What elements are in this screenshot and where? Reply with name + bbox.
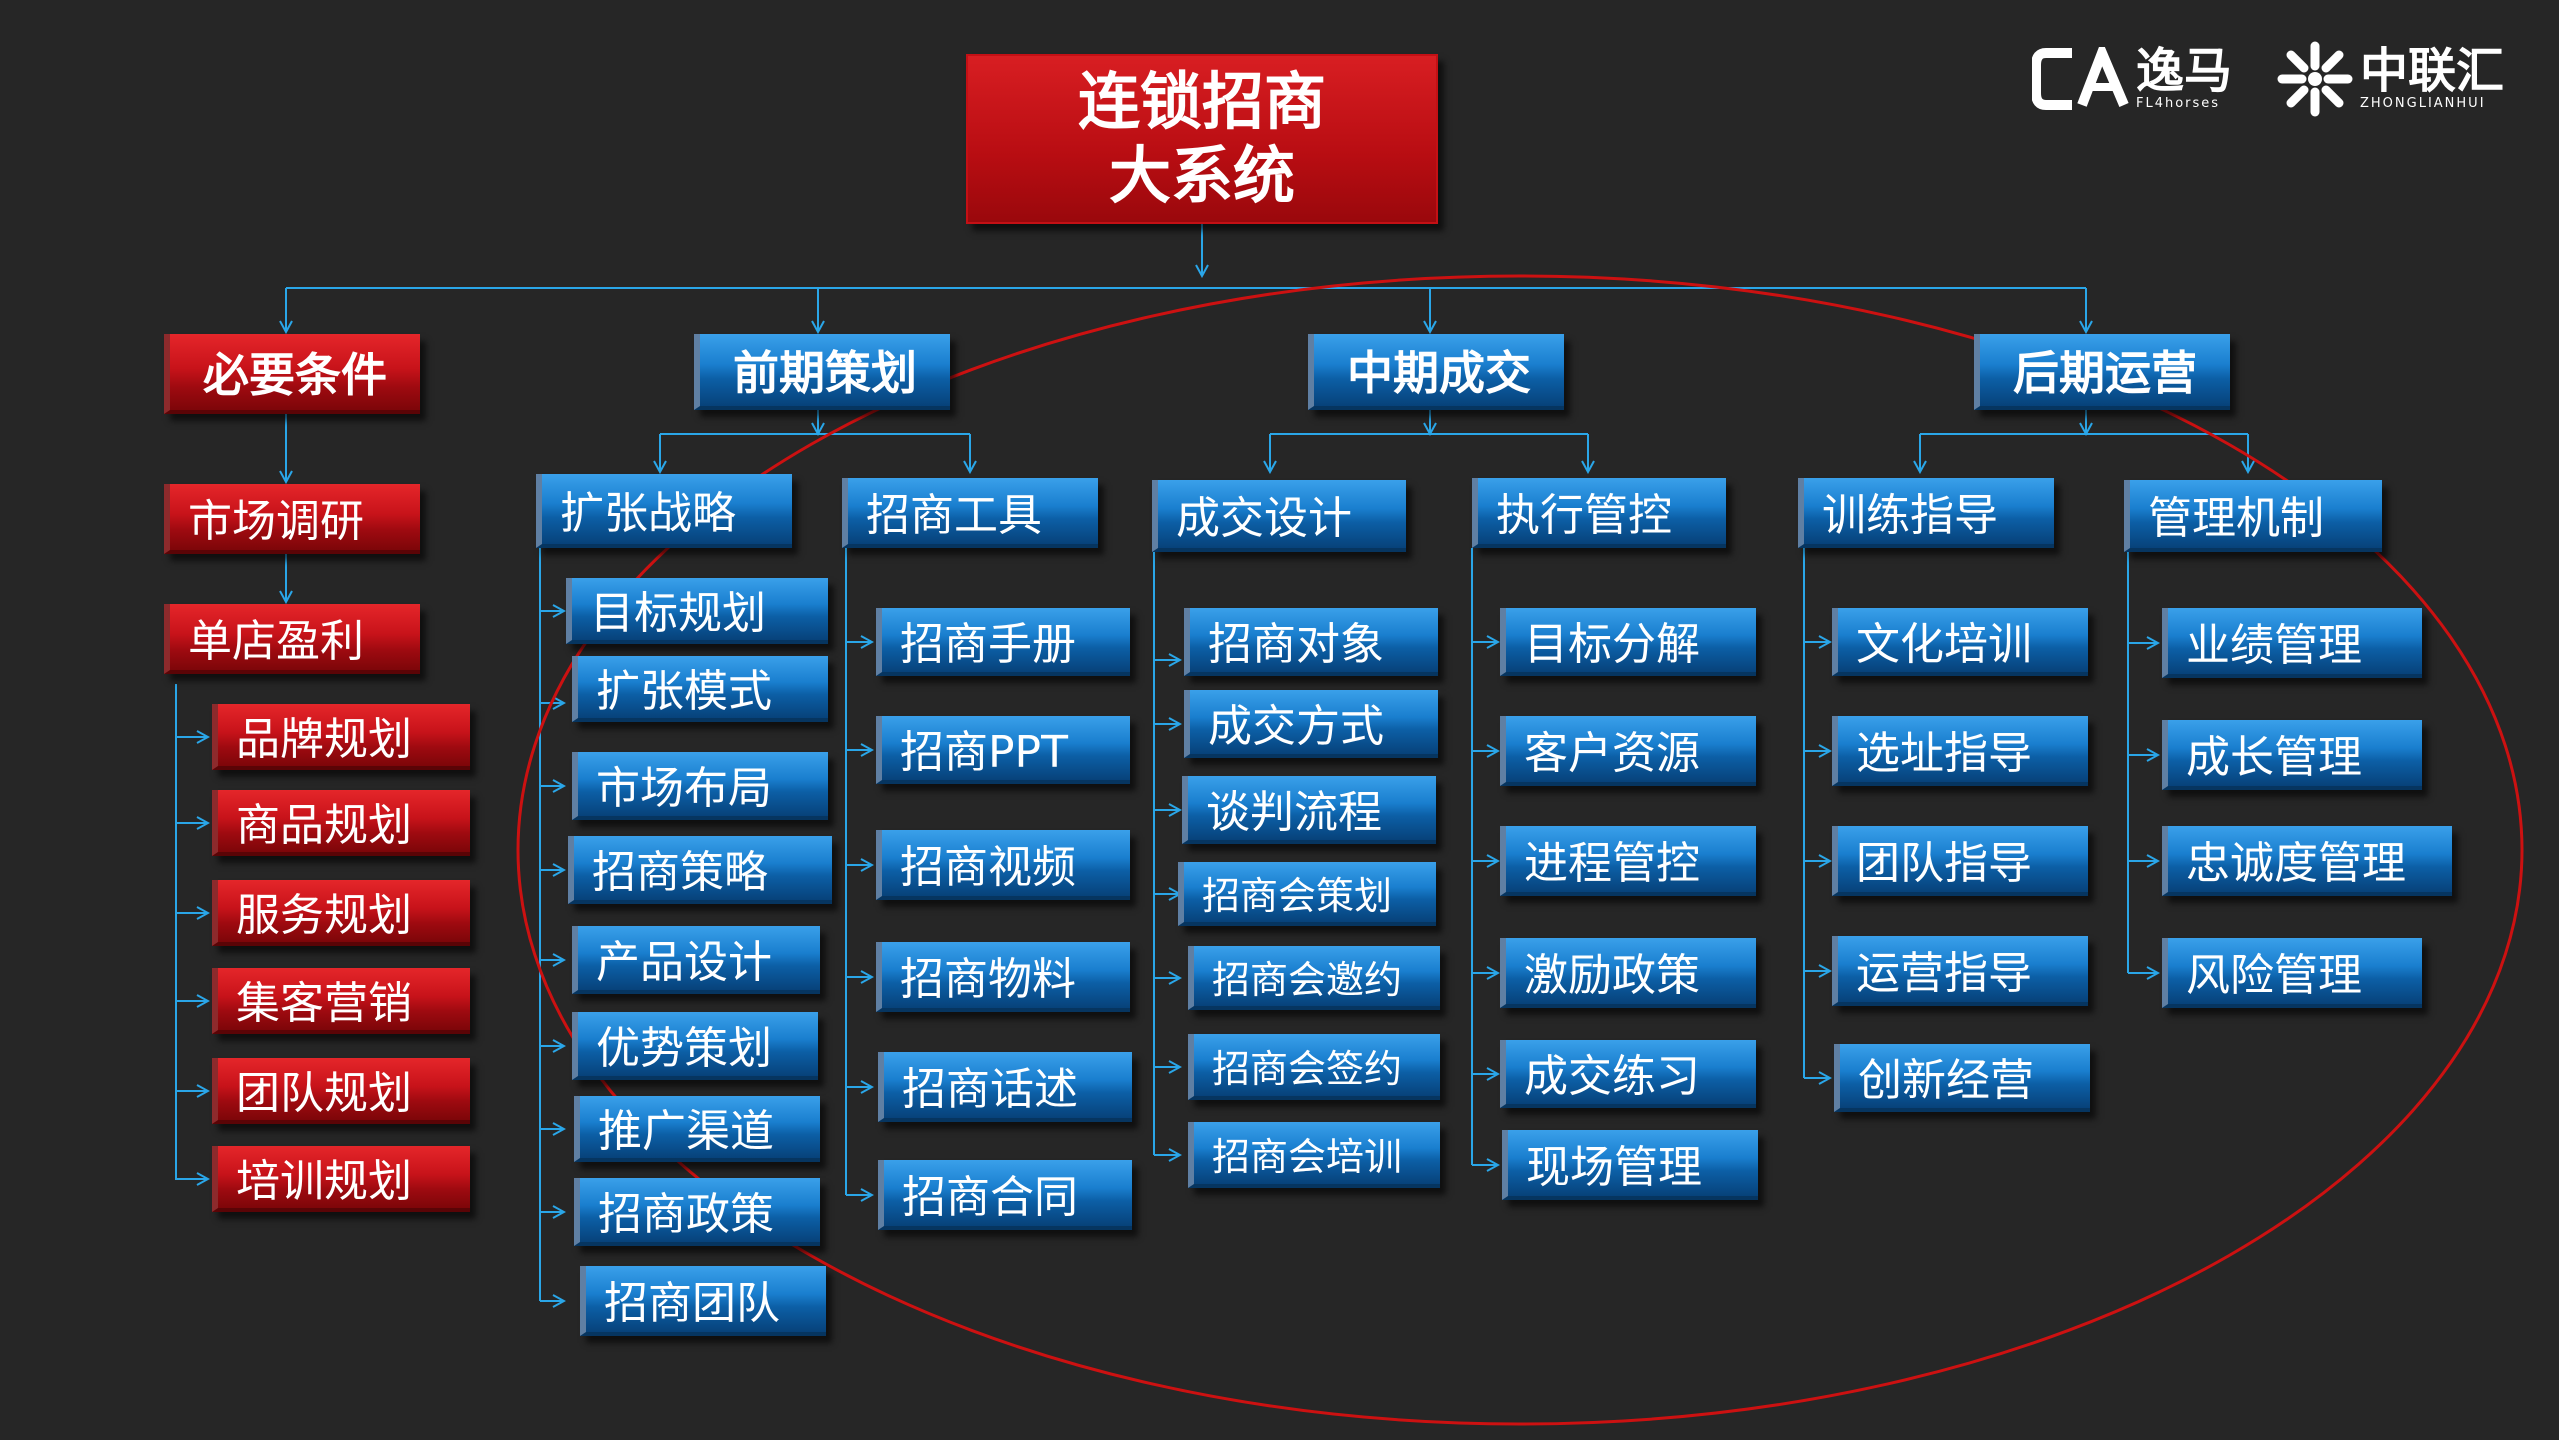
item-deal-method: 成交方式	[1184, 690, 1438, 758]
logo-fly-horses-en: FL4horses	[2136, 96, 2221, 111]
item-meeting-signing: 招商会签约	[1188, 1034, 1440, 1100]
item-customer-resources: 客户资源	[1500, 716, 1756, 786]
item-negotiation-flow: 谈判流程	[1182, 776, 1436, 844]
chain-market-research: 市场调研	[164, 484, 420, 554]
logo-zhonglianhui-en: ZHONGLIANHUI	[2360, 96, 2486, 111]
item-recruit-handbook: 招商手册	[876, 608, 1130, 676]
category-required-conditions: 必要条件	[164, 334, 420, 414]
chain-store-profit: 单店盈利	[164, 604, 420, 674]
item-expansion-mode: 扩张模式	[572, 656, 828, 722]
item-performance-management: 业绩管理	[2162, 608, 2422, 678]
category-early-planning: 前期策划	[694, 334, 950, 410]
item-risk-management: 风险管理	[2162, 938, 2422, 1008]
item-recruit-contract: 招商合同	[878, 1160, 1132, 1230]
item-meeting-invitation: 招商会邀约	[1188, 946, 1440, 1010]
red-item-product-planning: 商品规划	[212, 790, 470, 856]
item-advantage-planning: 优势策划	[572, 1012, 818, 1080]
logo-zhonglianhui: 中联汇 ZHONGLIANHUI	[2276, 40, 2504, 118]
item-recruit-team: 招商团队	[580, 1266, 826, 1336]
item-growth-management: 成长管理	[2162, 720, 2422, 790]
item-culture-training: 文化培训	[1832, 608, 2088, 676]
item-promotion-channels: 推广渠道	[574, 1096, 820, 1162]
red-item-training-planning: 培训规划	[212, 1146, 470, 1212]
item-recruit-ppt: 招商PPT	[876, 716, 1130, 784]
root-title-line1: 连锁招商	[1077, 65, 1326, 138]
item-recruit-strategy: 招商策略	[568, 836, 832, 904]
red-item-service-planning: 服务规划	[212, 880, 470, 946]
item-recruit-materials: 招商物料	[876, 942, 1130, 1012]
item-recruit-target: 招商对象	[1184, 608, 1438, 676]
group-execution-control: 执行管控	[1472, 478, 1726, 548]
item-target-breakdown: 目标分解	[1500, 608, 1756, 676]
category-late-operation: 后期运营	[1974, 334, 2230, 410]
group-recruit-tools: 招商工具	[842, 478, 1098, 548]
group-deal-design: 成交设计	[1152, 480, 1406, 552]
item-incentive-policy: 激励政策	[1500, 938, 1756, 1008]
item-product-design: 产品设计	[572, 926, 820, 994]
fly-horses-logo-icon	[2032, 47, 2129, 110]
item-meeting-training: 招商会培训	[1188, 1122, 1440, 1188]
root-title-line2: 大系统	[1108, 139, 1295, 212]
item-deal-practice: 成交练习	[1500, 1040, 1756, 1108]
item-recruit-script: 招商话述	[878, 1052, 1132, 1122]
item-progress-control: 进程管控	[1500, 826, 1756, 896]
item-team-guidance: 团队指导	[1832, 826, 2088, 896]
item-recruit-video: 招商视频	[876, 830, 1130, 900]
logo-fly-horses-cn: 逸马	[2136, 43, 2233, 99]
red-item-team-planning: 团队规划	[212, 1058, 470, 1124]
group-training-guidance: 训练指导	[1798, 478, 2054, 548]
logo-fly-horses: 逸马 FL4horses	[2032, 46, 2232, 112]
item-recruit-policy: 招商政策	[574, 1178, 820, 1246]
item-meeting-planning: 招商会策划	[1178, 862, 1436, 926]
group-expansion-strategy: 扩张战略	[536, 474, 792, 548]
item-market-layout: 市场布局	[572, 752, 828, 820]
logo-zhonglianhui-cn: 中联汇	[2360, 43, 2505, 99]
group-management-mechanism: 管理机制	[2124, 480, 2382, 552]
item-target-planning: 目标规划	[566, 578, 828, 644]
item-site-selection: 选址指导	[1832, 716, 2088, 786]
red-item-brand-planning: 品牌规划	[212, 704, 470, 770]
item-onsite-management: 现场管理	[1502, 1130, 1758, 1200]
item-operation-guidance: 运营指导	[1832, 936, 2088, 1006]
item-innovative-operation: 创新经营	[1834, 1044, 2090, 1112]
category-mid-deal: 中期成交	[1308, 334, 1564, 410]
red-item-customer-marketing: 集客营销	[212, 968, 470, 1034]
item-loyalty-management: 忠诚度管理	[2162, 826, 2452, 896]
root-title-box: 连锁招商 大系统	[966, 54, 1438, 224]
zhonglianhui-logo-icon	[2277, 41, 2353, 117]
